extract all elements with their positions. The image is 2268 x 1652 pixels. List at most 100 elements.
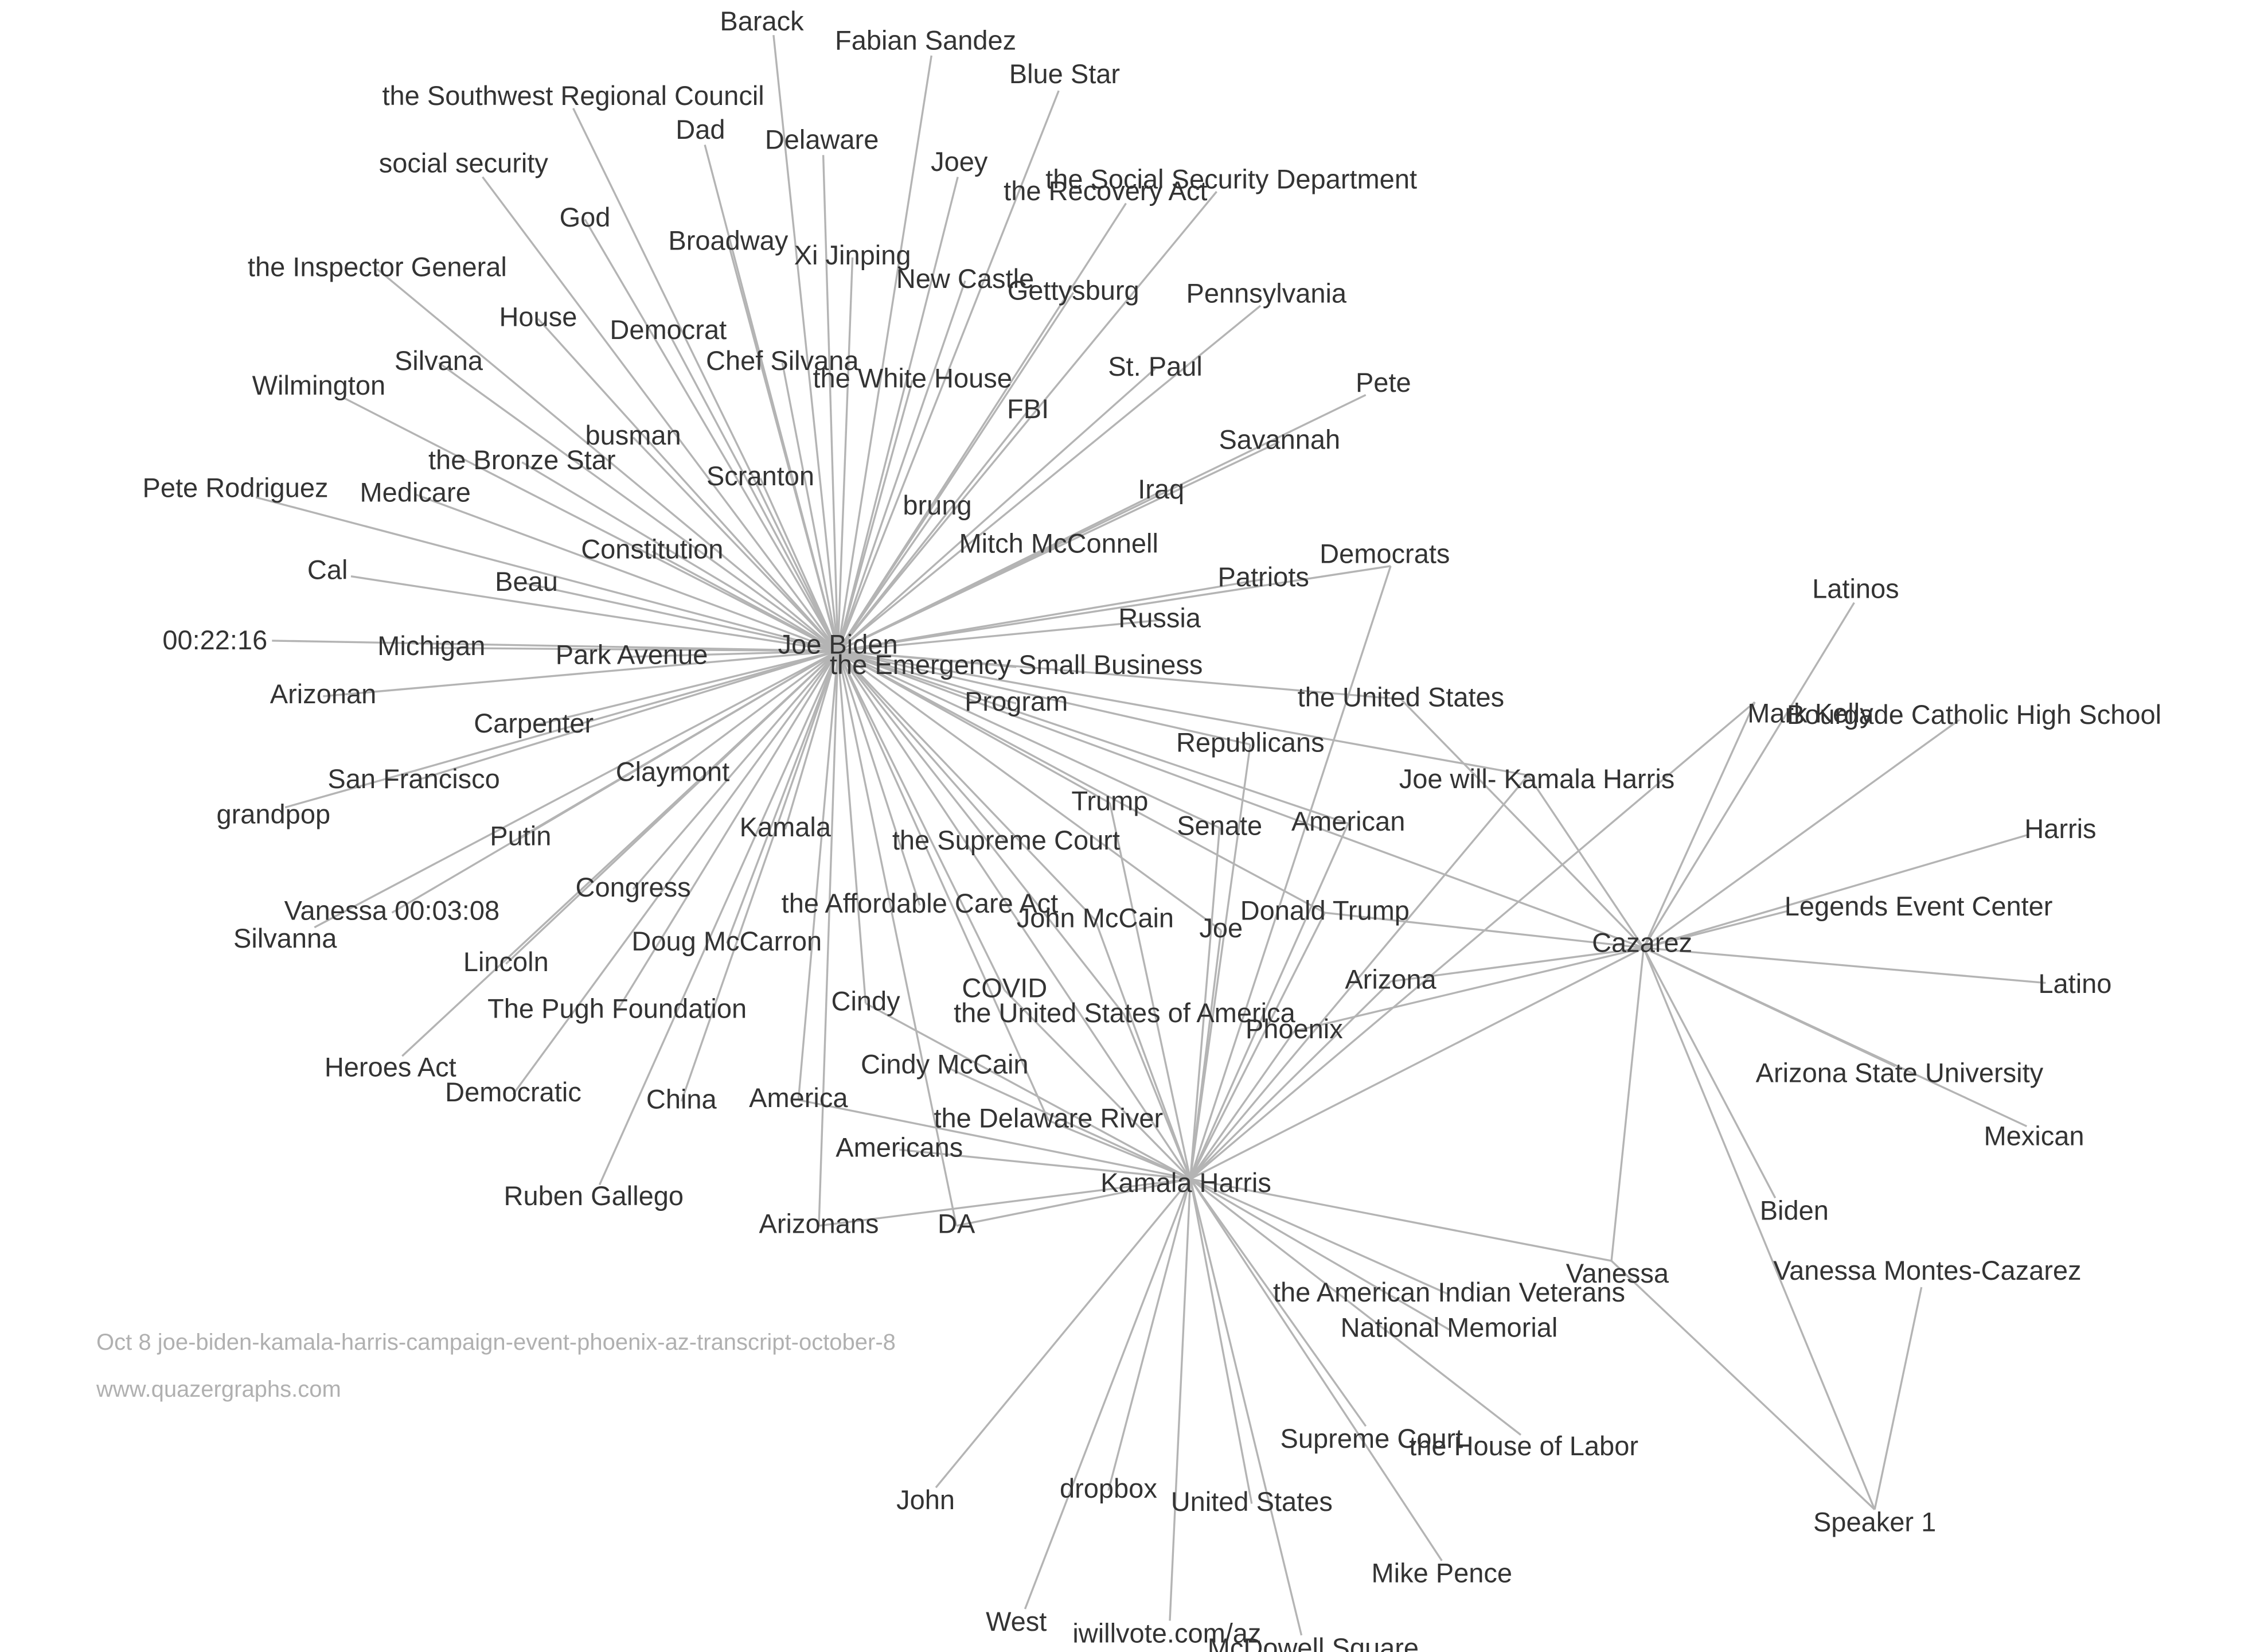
node-label: Joe will- Kamala Harris xyxy=(1399,763,1675,794)
graph-edge xyxy=(727,242,839,652)
node-label: the Southwest Regional Council xyxy=(382,80,764,111)
graph-edge xyxy=(837,650,921,906)
graph-edge xyxy=(1189,566,1392,1179)
graph-edge xyxy=(632,650,839,890)
graph-edge xyxy=(837,650,1017,705)
graph-edge xyxy=(314,650,838,929)
graph-edge xyxy=(837,410,1029,652)
graph-edge xyxy=(837,368,1156,652)
node-label: The Pugh Foundation xyxy=(487,993,747,1023)
node-label: Chef Silvana xyxy=(706,345,859,376)
node-label: Medicare xyxy=(360,477,471,507)
graph-edge xyxy=(818,1178,1190,1227)
graph-edge xyxy=(837,650,1220,829)
node-label: America xyxy=(749,1082,848,1113)
node-label: Latino xyxy=(2038,968,2111,999)
node-label: iwillvote.com/az xyxy=(1072,1618,1261,1648)
node-label: Senate xyxy=(1177,811,1262,841)
graph-edge xyxy=(837,305,1262,652)
node-label: Democrats xyxy=(1320,538,1450,568)
node-label: Beau xyxy=(495,566,558,597)
graph-edge xyxy=(837,650,1192,1180)
node-label: Park Avenue xyxy=(556,639,708,669)
node-label: Carpenter xyxy=(474,708,594,738)
graph-edge xyxy=(1189,744,1251,1179)
node-label: John xyxy=(896,1485,955,1515)
node-label: God xyxy=(560,202,611,232)
node-label: Silvanna xyxy=(233,923,337,953)
node-label: Fabian Sandez xyxy=(835,25,1016,55)
graph-edge xyxy=(631,650,838,658)
graph-edge xyxy=(837,190,1217,652)
graph-edge xyxy=(350,575,838,652)
node-label: San Francisco xyxy=(327,763,499,794)
node-label: the Emergency Small Business xyxy=(830,649,1203,680)
node-label: brung xyxy=(903,490,971,520)
graph-edge xyxy=(255,496,838,652)
graph-edge xyxy=(343,397,838,652)
graph-edge xyxy=(837,619,1160,652)
node-label: Doug McCarron xyxy=(631,926,822,956)
node-label: McDowell Square xyxy=(1208,1632,1419,1652)
node-label: Gettysburg xyxy=(1008,275,1139,305)
graph-edge xyxy=(1642,947,1777,1199)
graph-edge xyxy=(797,650,839,1100)
graph-edge xyxy=(837,650,1006,991)
graph-edge xyxy=(1189,1178,1367,1427)
node-label: Vanessa Montes-Cazarez xyxy=(1773,1255,2081,1285)
graph-edge xyxy=(1325,911,1644,949)
graph-edge xyxy=(818,650,839,1226)
graph-edge xyxy=(781,363,839,652)
graph-edge xyxy=(1189,1178,1253,1504)
graph-edge xyxy=(1642,947,1876,1510)
node-label: Donald Trump xyxy=(1240,895,1410,926)
graph-edge xyxy=(837,650,1529,777)
node-label: Joe Biden xyxy=(778,629,898,660)
node-label: Delaware xyxy=(765,124,879,155)
graph-edge xyxy=(482,176,839,652)
node-label: COVID xyxy=(962,973,1047,1003)
node-label: Ruben Gallego xyxy=(504,1180,684,1211)
node-label: Democrat xyxy=(610,314,727,345)
graph-edge xyxy=(837,650,1644,949)
graph-edge xyxy=(533,650,838,727)
node-label: the Inspector General xyxy=(248,252,507,282)
node-label: Silvana xyxy=(395,345,483,376)
node-label: John McCain xyxy=(1017,902,1174,933)
graph-edge xyxy=(1390,946,1644,983)
graph-edge xyxy=(837,565,1391,652)
graph-edge xyxy=(672,650,839,775)
node-label: Cazarez xyxy=(1592,928,1692,958)
graph-edge xyxy=(1643,834,2027,949)
graph-edge xyxy=(837,380,914,652)
graph-edge xyxy=(1644,946,2046,984)
node-label: Mitch McConnell xyxy=(959,528,1158,559)
graph-edge xyxy=(837,578,1264,652)
graph-edge xyxy=(1527,774,1645,949)
node-label: the White House xyxy=(813,363,1012,393)
graph-edge xyxy=(1873,1287,1923,1510)
graph-edge xyxy=(837,650,1402,700)
graph-edge xyxy=(837,90,1060,652)
node-label: Blue Star xyxy=(1009,59,1120,89)
node-label: Barack xyxy=(720,6,804,36)
graph-edge xyxy=(759,478,839,652)
node-label: Trump xyxy=(1071,785,1148,816)
graph-edge xyxy=(1189,946,1644,1180)
graph-edge xyxy=(1189,1178,1443,1561)
graph-edge xyxy=(837,257,854,651)
node-label: Cindy McCain xyxy=(861,1049,1029,1079)
graph-edge xyxy=(837,292,1075,652)
graph-caption-title: Oct 8 joe-biden-kamala-harris-campaign-e… xyxy=(96,1330,896,1355)
node-label: Congress xyxy=(576,872,691,902)
node-label: Mark Kelly xyxy=(1747,698,1873,728)
node-label: Latinos xyxy=(1812,574,1899,604)
node-label: Joe xyxy=(1199,913,1243,943)
graph-edge xyxy=(837,650,958,1226)
graph-edge xyxy=(1048,1119,1191,1180)
node-label: Bourgade Catholic High School xyxy=(1787,699,2161,730)
node-label: Biden xyxy=(1760,1195,1829,1225)
node-label: Broadway xyxy=(668,225,788,256)
node-label: Mike Pence xyxy=(1372,1558,1513,1588)
